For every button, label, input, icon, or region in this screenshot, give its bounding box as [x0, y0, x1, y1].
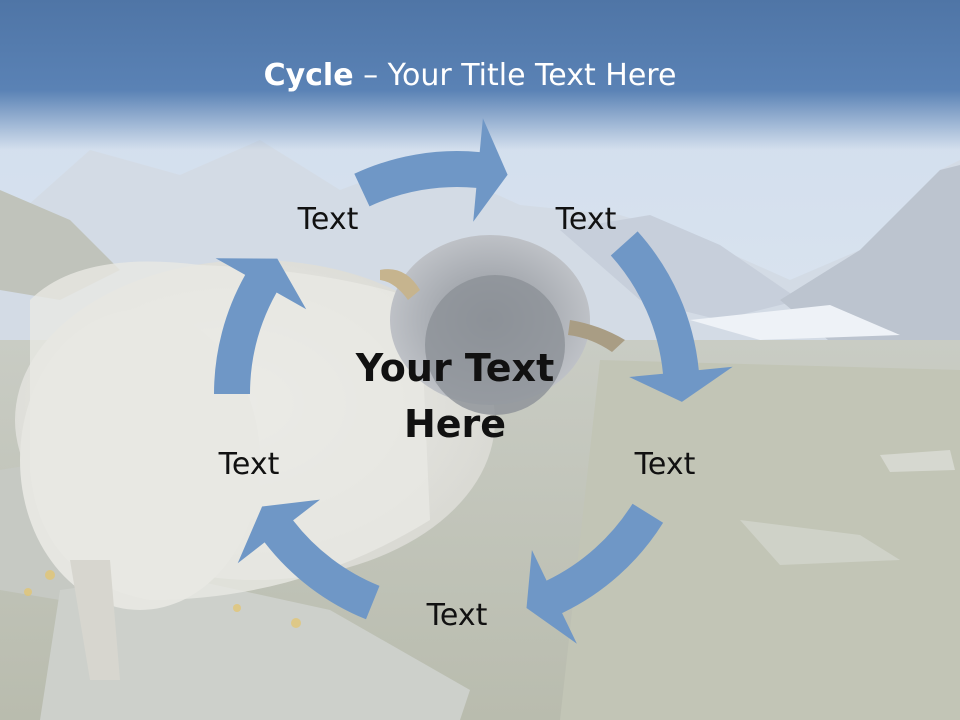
- slide-title: Cycle – Your Title Text Here: [0, 52, 940, 100]
- cycle-label-right: Text: [634, 447, 696, 482]
- cycle-label-bottom: Text: [426, 598, 488, 633]
- title-bar: [0, 0, 960, 150]
- cycle-label-left: Text: [218, 447, 280, 482]
- title-bold-part: Cycle: [263, 58, 354, 93]
- cycle-arrow-right: [610, 231, 733, 402]
- cycle-center-text: Your Text Here: [355, 346, 555, 446]
- cycle-label-top-right: Text: [555, 202, 617, 237]
- title-rest-part: – Your Title Text Here: [353, 58, 677, 93]
- cycle-arrow-left: [214, 258, 307, 394]
- cycle-arrow-top: [354, 118, 508, 222]
- cycle-arrow-lower-left: [237, 499, 380, 620]
- cycle-label-top-left: Text: [297, 202, 359, 237]
- cycle-arrow-lower-right: [526, 503, 664, 644]
